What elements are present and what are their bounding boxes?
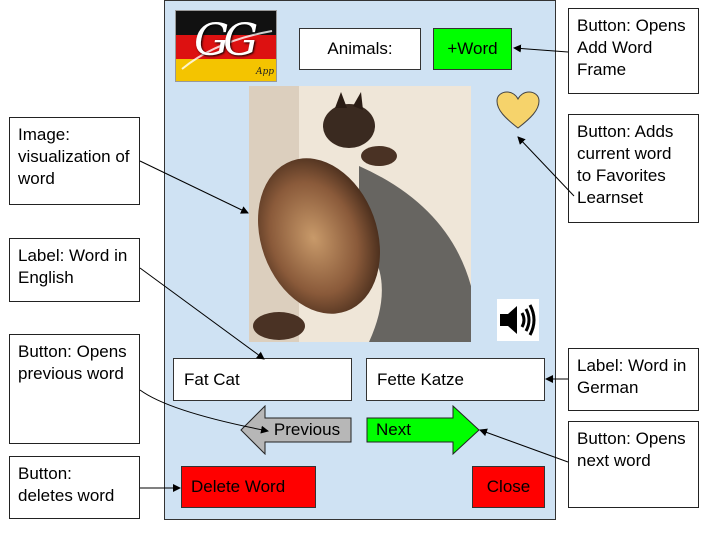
category-label: Animals:: [299, 28, 421, 70]
callout-delete: Button: deletes word: [9, 456, 140, 519]
add-word-button[interactable]: +Word: [433, 28, 512, 70]
speaker-icon: [500, 304, 536, 336]
next-label: Next: [376, 420, 411, 439]
logo-subtext: App: [256, 67, 275, 77]
audio-button[interactable]: [497, 299, 539, 341]
german-word-label: Fette Katze: [366, 358, 545, 401]
logo-text: GG: [194, 15, 258, 66]
arrow-right-icon: [366, 405, 480, 455]
delete-word-button[interactable]: Delete Word: [181, 466, 316, 508]
callout-favorites: Button: Adds current word to Favorites L…: [568, 114, 699, 223]
callout-previous: Button: Opens previous word: [9, 334, 140, 444]
callout-image: Image: visualization of word: [9, 117, 140, 205]
heart-icon: [496, 91, 540, 129]
favorite-button[interactable]: [495, 90, 541, 130]
german-flag-logo: [176, 11, 276, 81]
callout-german: Label: Word in German: [568, 348, 699, 411]
word-image: [249, 86, 471, 342]
callout-english: Label: Word in English: [9, 238, 140, 302]
previous-button[interactable]: Previous: [240, 405, 352, 455]
english-word-label: Fat Cat: [173, 358, 352, 401]
callout-next: Button: Opens next word: [568, 421, 699, 508]
next-button[interactable]: Next: [366, 405, 480, 455]
previous-label: Previous: [273, 420, 341, 439]
cat-photo: [249, 86, 471, 342]
close-button[interactable]: Close: [472, 466, 545, 508]
callout-add-word: Button: Opens Add Word Frame: [568, 8, 699, 94]
app-logo: GG App: [175, 10, 277, 82]
